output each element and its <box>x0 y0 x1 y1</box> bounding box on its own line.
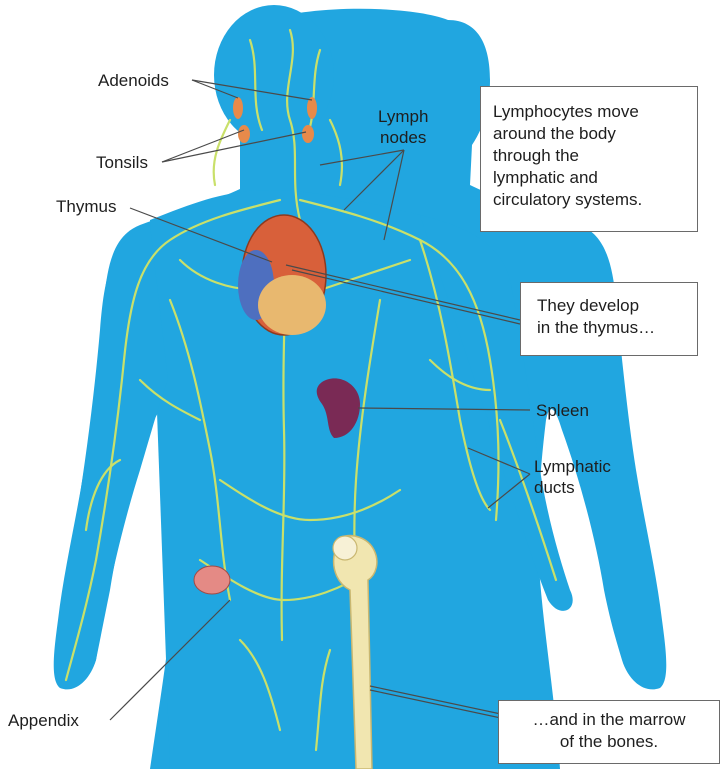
label-lymphatic-ducts-line1: Lymphatic <box>534 456 611 477</box>
label-appendix: Appendix <box>8 710 79 731</box>
callout-marrow-line1: …and in the marrow <box>511 709 707 731</box>
label-lymph-nodes-line2: nodes <box>378 127 428 148</box>
label-adenoids: Adenoids <box>98 70 169 91</box>
adenoid-left <box>233 97 243 119</box>
label-lymphatic-ducts-line2: ducts <box>534 477 611 498</box>
femur-head <box>333 536 357 560</box>
neck <box>240 120 310 200</box>
callout-intro-line1: Lymphocytes move <box>493 101 685 123</box>
appendix <box>194 566 230 594</box>
label-thymus: Thymus <box>56 196 116 217</box>
callout-marrow-line2: of the bones. <box>511 731 707 753</box>
callout-intro: Lymphocytes move around the body through… <box>480 86 698 232</box>
heart-lower <box>258 275 326 335</box>
callout-thymus-line2: in the thymus… <box>537 317 681 339</box>
callout-marrow: …and in the marrow of the bones. <box>498 700 720 764</box>
adenoid-right <box>307 97 317 119</box>
label-lymph-nodes: Lymph nodes <box>378 106 428 148</box>
label-spleen: Spleen <box>536 400 589 421</box>
callout-intro-line5: circulatory systems. <box>493 189 685 211</box>
callout-thymus: They develop in the thymus… <box>520 282 698 356</box>
label-lymph-nodes-line1: Lymph <box>378 106 428 127</box>
label-lymphatic-ducts: Lymphatic ducts <box>534 456 611 498</box>
tonsil-right <box>302 125 314 143</box>
callout-thymus-line1: They develop <box>537 295 681 317</box>
label-tonsils: Tonsils <box>96 152 148 173</box>
tonsil-left <box>238 125 250 143</box>
callout-intro-line3: through the <box>493 145 685 167</box>
callout-intro-line4: lymphatic and <box>493 167 685 189</box>
callout-intro-line2: around the body <box>493 123 685 145</box>
